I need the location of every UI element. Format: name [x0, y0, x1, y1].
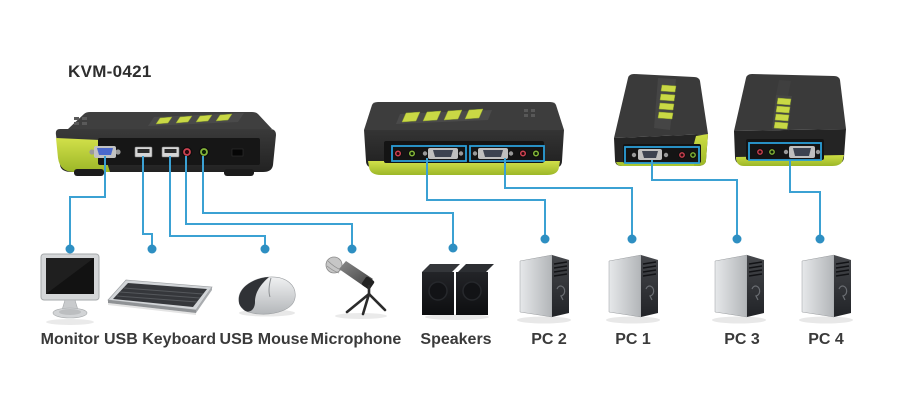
kvm-switch-angled-a-graphic — [614, 74, 708, 166]
monitor — [38, 252, 104, 328]
channel-select-buttons — [657, 84, 677, 120]
console-mic-jack — [181, 146, 193, 158]
brand-logo-mark — [524, 109, 535, 117]
pc1-label: PC 1 — [615, 331, 651, 348]
kvm-switch-angled-view-a — [598, 70, 714, 176]
green-accent-base — [368, 161, 560, 175]
kvm-switch-front-view-graphic — [55, 112, 277, 176]
pc-tower — [512, 251, 576, 325]
mic-tripod-stand — [345, 284, 387, 316]
console-vga-port — [89, 146, 121, 158]
connection-dot-pc4 — [815, 234, 825, 244]
rear-port-group-right — [469, 145, 545, 162]
kvm-switch-rear-view — [356, 97, 572, 177]
pc-front-emblem — [838, 285, 848, 301]
pc3-label: PC 3 — [724, 331, 760, 348]
microphone-icon — [325, 256, 387, 319]
usb-keyboard — [104, 270, 216, 316]
connection-dot-usb-mouse — [260, 244, 270, 254]
pc-tower — [707, 251, 771, 325]
speakers-icon — [422, 264, 494, 320]
connection-dot-microphone — [347, 244, 357, 254]
speakers — [418, 259, 496, 321]
microphone-label: Microphone — [310, 331, 402, 348]
connection-dot-pc2 — [540, 234, 550, 244]
kvm-switch-rear-view-graphic — [364, 102, 564, 175]
port-group-highlight — [748, 142, 822, 161]
pc2-label: PC 2 — [531, 331, 567, 348]
pc-front-emblem — [751, 285, 761, 301]
kvm-switch-angled-view-b — [722, 71, 856, 176]
usb-mouse — [231, 272, 301, 318]
pc-tower-icon — [712, 254, 766, 324]
channel-select-buttons — [401, 108, 484, 123]
pc-tower — [794, 251, 858, 325]
channel-select-buttons — [155, 113, 233, 125]
device-foot — [74, 169, 104, 176]
keyboard-icon — [107, 279, 213, 315]
connection-dot-usb-keyboard — [147, 244, 157, 254]
console-speaker-jack — [198, 146, 210, 158]
pc-front-emblem — [556, 285, 566, 301]
pc-tower — [601, 251, 665, 325]
product-model-title: KVM-0421 — [68, 62, 152, 81]
angled-b-port-group — [748, 142, 822, 161]
pc-front-emblem — [645, 285, 655, 301]
microphone — [319, 254, 393, 320]
mouse-icon — [238, 276, 296, 317]
channel-select-buttons — [773, 97, 792, 130]
pc-tower-icon — [606, 254, 660, 324]
connection-dot-pc3 — [732, 234, 742, 244]
console-usb-port-2 — [161, 146, 180, 158]
usb-keyboard-label: USB Keyboard — [103, 331, 217, 348]
speakers-label: Speakers — [420, 331, 492, 348]
power-port — [231, 148, 244, 157]
connection-dot-pc1 — [627, 234, 637, 244]
monitor-icon — [40, 253, 100, 325]
brand-logo-mark — [74, 117, 87, 125]
kvm-switch-angled-b-graphic — [734, 74, 846, 166]
pc-tower-icon — [799, 254, 853, 324]
pc4-label: PC 4 — [808, 331, 844, 348]
kvm-switch-front-view — [48, 108, 282, 178]
connection-dot-speakers — [448, 243, 458, 253]
pc-tower-icon — [517, 254, 571, 324]
monitor-label: Monitor — [40, 331, 100, 348]
device-foot — [224, 169, 254, 176]
console-usb-port-1 — [134, 146, 153, 158]
usb-mouse-label: USB Mouse — [219, 331, 309, 348]
top-groove — [776, 80, 791, 96]
